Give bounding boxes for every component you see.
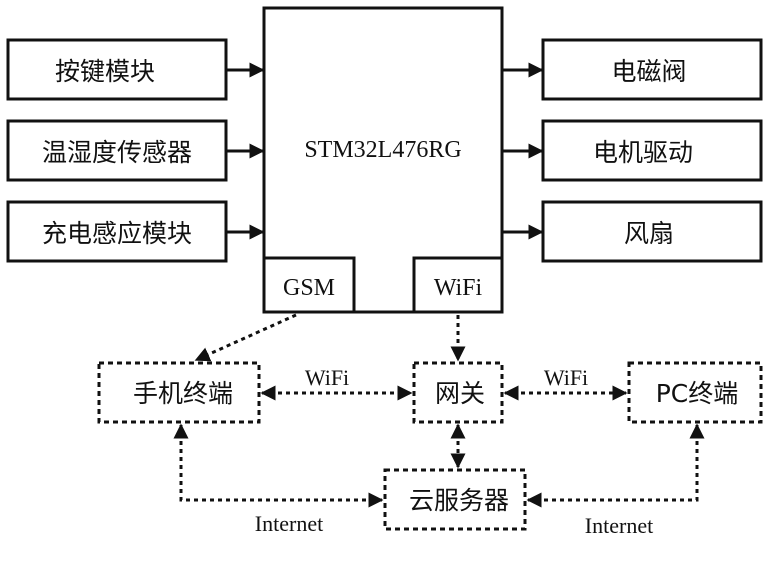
input-temp-humidity-sensor-label: 温湿度传感器 (42, 138, 192, 167)
link-label-wifi-right: WiFi (544, 365, 588, 390)
phone-terminal (97, 361, 261, 424)
link-label-internet-left: Internet (255, 511, 323, 536)
link-pc-cloud (526, 423, 705, 508)
gsm-label: GSM (283, 275, 335, 301)
gateway (412, 361, 504, 424)
input-charge-sensor-module-label: 充电感应模块 (42, 219, 192, 248)
wifi-module (412, 256, 504, 314)
output-solenoid-valve-label: 电磁阀 (611, 57, 686, 86)
link-phone-cloud (173, 423, 384, 508)
wifi-label: WiFi (434, 275, 483, 301)
output-fan-label: 风扇 (624, 219, 674, 248)
mcu-label: STM32L476RG (304, 137, 461, 163)
gsm-module (262, 256, 356, 314)
phone-terminal-label: 手机终端 (133, 379, 233, 408)
link-gsm-to-phone (194, 313, 297, 362)
output-solenoid-valve (541, 38, 763, 101)
pc-terminal (627, 361, 763, 424)
gateway-label: 网关 (435, 379, 485, 408)
link-label-internet-right: Internet (585, 513, 653, 538)
input-temp-humidity-sensor (6, 119, 228, 182)
input-charge-sensor-module (6, 200, 228, 263)
input-key-module-label: 按键模块 (55, 57, 155, 86)
output-motor-driver-label: 电机驱动 (593, 138, 693, 167)
pc-terminal-label: PC终端 (656, 379, 739, 408)
cloud-server-label: 云服务器 (409, 486, 509, 515)
cloud-server (383, 468, 527, 531)
link-label-wifi-left: WiFi (305, 365, 349, 390)
